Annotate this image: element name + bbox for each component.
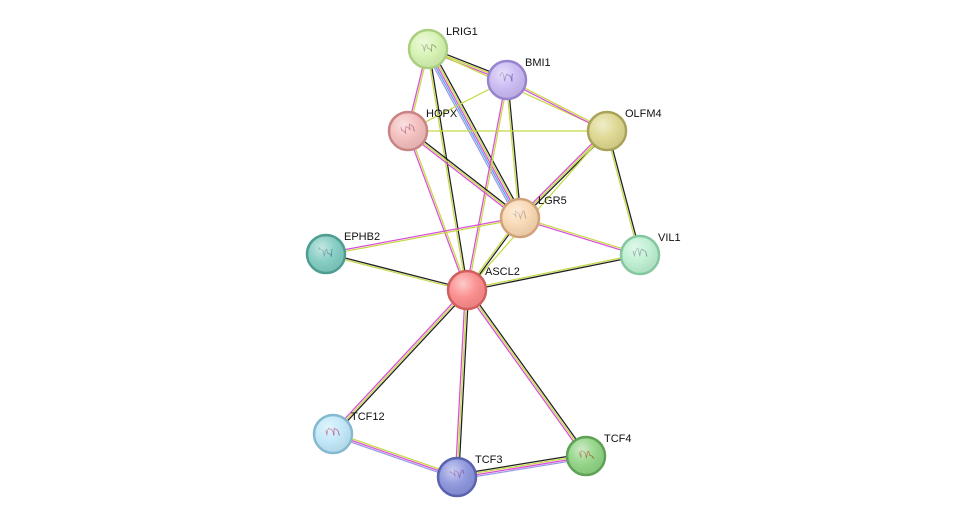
edge-strand-coexpression [456, 452, 586, 476]
edge-strand-textmining [326, 218, 521, 256]
edge-vil1-ascl2[interactable] [466, 253, 641, 292]
node-hopx[interactable]: HOPX [387, 108, 458, 152]
node-circle-tcf12[interactable] [312, 413, 354, 455]
edge-strand-experiments [465, 79, 507, 290]
node-lrig1[interactable]: LRIG1 [407, 26, 478, 70]
node-bmi1[interactable]: BMI1 [486, 57, 551, 101]
edge-strand-textmining [466, 289, 587, 457]
edge-strand-database [425, 49, 520, 220]
edge-strand-coexpression [467, 255, 641, 292]
edge-lgr5-vil1[interactable] [519, 216, 641, 257]
node-circle-lgr5[interactable] [499, 197, 541, 239]
edge-strand-textmining [466, 253, 640, 290]
edge-strand-textmining [605, 131, 640, 256]
edge-lrig1-ascl2[interactable] [426, 48, 469, 291]
node-circle-hopx[interactable] [387, 110, 429, 152]
edge-strand-coexpression [333, 290, 469, 436]
edge-strand-textmining [426, 49, 467, 291]
edge-hopx-lgr5[interactable] [406, 129, 522, 220]
edge-strand-homology [457, 457, 587, 481]
node-label-ascl2: ASCL2 [485, 266, 520, 278]
edge-olfm4-vil1[interactable] [605, 130, 642, 256]
node-tcf3[interactable]: TCF3 [436, 454, 503, 498]
edge-strand-textmining [333, 431, 458, 476]
node-circle-lrig1[interactable] [407, 28, 449, 70]
edge-ascl2-tcf12[interactable] [331, 288, 469, 436]
node-olfm4[interactable]: OLFM4 [586, 108, 662, 152]
node-vil1[interactable]: VIL1 [619, 232, 681, 276]
edge-strand-homology [332, 435, 457, 480]
edge-strand-textmining [325, 254, 467, 292]
edge-strand-coexpression [607, 130, 642, 255]
node-circle-tcf4[interactable] [565, 435, 607, 477]
edge-strand-experiments [457, 456, 587, 479]
edge-ascl2-tcf3[interactable] [454, 289, 470, 478]
edge-strand-textmining [408, 130, 469, 290]
edge-strand-coexpression [430, 47, 524, 217]
edge-ascl2-tcf4[interactable] [465, 288, 588, 458]
node-ephb2[interactable]: EPHB2 [305, 231, 380, 275]
edge-strand-coexpression [326, 252, 468, 290]
edge-tcf12-tcf3[interactable] [332, 431, 458, 480]
edge-strand-homology [424, 50, 518, 220]
edge-ephb2-ascl2[interactable] [325, 252, 468, 292]
edge-strand-experiments [325, 216, 520, 254]
node-label-ephb2: EPHB2 [344, 231, 380, 243]
node-label-bmi1: BMI1 [525, 57, 551, 69]
edge-strand-textmining [428, 47, 523, 218]
edge-strand-coexpression [467, 288, 588, 456]
edge-strand-experiments [406, 131, 467, 291]
edge-strand-textmining [407, 130, 521, 219]
edge-strand-experiments [519, 218, 640, 257]
node-circle-bmi1[interactable] [486, 59, 528, 101]
edge-strand-textmining [456, 289, 468, 478]
edge-tcf3-tcf4[interactable] [456, 452, 587, 481]
node-label-tcf3: TCF3 [475, 454, 503, 466]
edge-strand-experiments [454, 289, 466, 477]
edge-strand-textmining [456, 454, 586, 477]
edge-strand-coexpression [507, 79, 522, 218]
node-label-hopx: HOPX [426, 108, 458, 120]
edge-lrig1-lgr5[interactable] [424, 47, 524, 220]
edge-strand-experiments [465, 290, 586, 458]
edge-strand-textmining [332, 289, 468, 435]
edge-hopx-ascl2[interactable] [406, 130, 469, 291]
node-circle-olfm4[interactable] [586, 110, 628, 152]
node-circle-vil1[interactable] [619, 234, 661, 276]
node-label-vil1: VIL1 [658, 232, 681, 244]
edge-strand-coexpression [458, 290, 470, 478]
node-circle-ascl2[interactable] [446, 269, 488, 311]
edge-strand-experiments [332, 433, 458, 478]
node-circle-ephb2[interactable] [305, 233, 347, 275]
edge-strand-textmining [467, 80, 509, 291]
node-label-olfm4: OLFM4 [625, 108, 662, 120]
edge-strand-coexpression [408, 129, 522, 218]
edge-strand-textmining [505, 80, 520, 219]
edge-strand-experiments [406, 131, 520, 220]
edge-lgr5-ephb2[interactable] [325, 216, 521, 256]
edge-bmi1-lgr5[interactable] [505, 79, 522, 219]
edge-bmi1-ascl2[interactable] [465, 79, 509, 291]
node-label-tcf12: TCF12 [351, 411, 385, 423]
node-tcf4[interactable]: TCF4 [565, 433, 632, 477]
node-circle-tcf3[interactable] [436, 456, 478, 498]
node-label-lgr5: LGR5 [538, 195, 567, 207]
node-ascl2[interactable]: ASCL2 [446, 266, 520, 311]
node-label-lrig1: LRIG1 [446, 26, 478, 38]
node-label-tcf4: TCF4 [604, 433, 632, 445]
edge-strand-coexpression [428, 48, 469, 290]
edge-strand-experiments [331, 288, 467, 434]
edge-strand-textmining [520, 216, 641, 255]
edge-strand-experiments [427, 48, 521, 219]
